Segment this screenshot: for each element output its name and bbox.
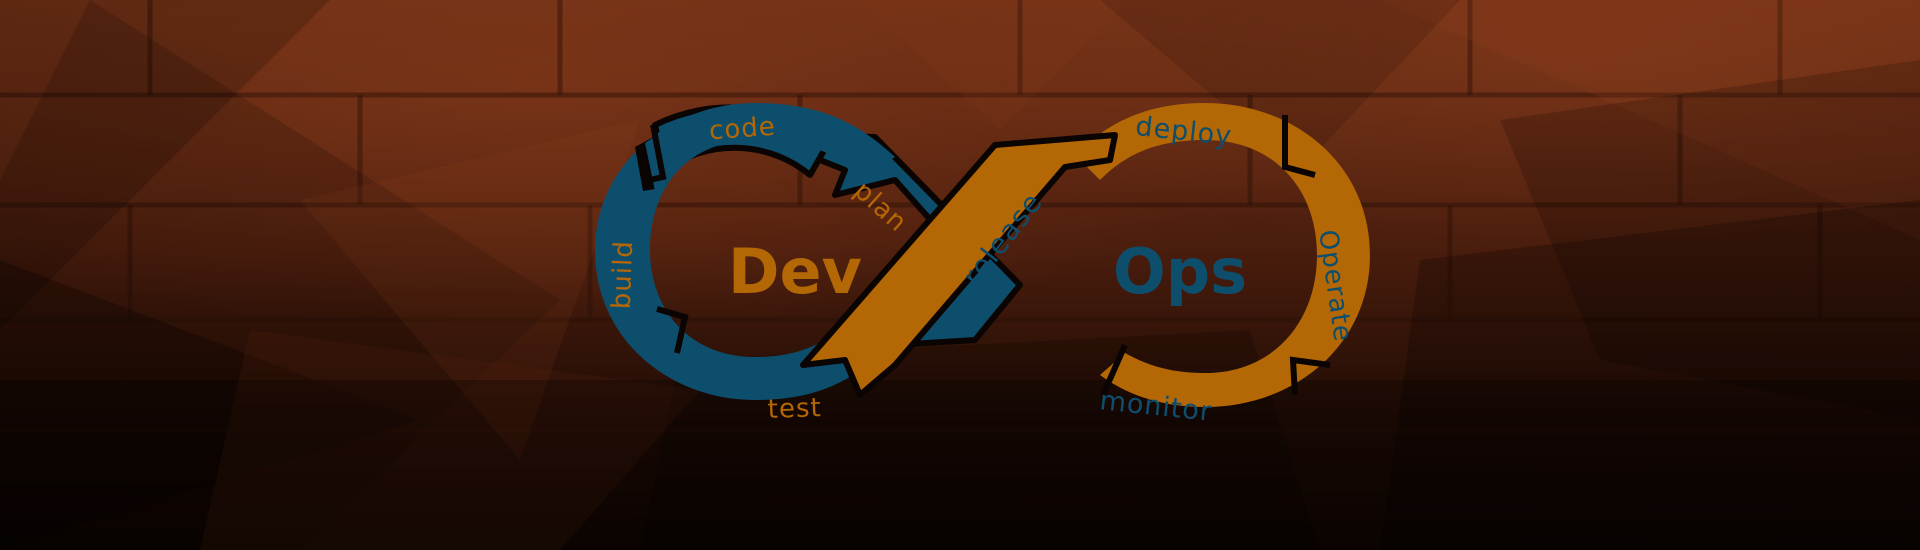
- brick-joints: [0, 0, 1920, 433]
- dev-word: Dev: [728, 235, 862, 308]
- devops-infinity-logo: code plan build test release deploy Oper…: [595, 103, 1370, 428]
- stage-label-code: code: [708, 112, 777, 147]
- stage-label-build: build: [607, 240, 639, 310]
- orange-ring: [1075, 103, 1370, 407]
- ops-word: Ops: [1113, 235, 1247, 308]
- stage-label-test: test: [767, 393, 822, 425]
- orange-release-arrow: [800, 132, 1118, 398]
